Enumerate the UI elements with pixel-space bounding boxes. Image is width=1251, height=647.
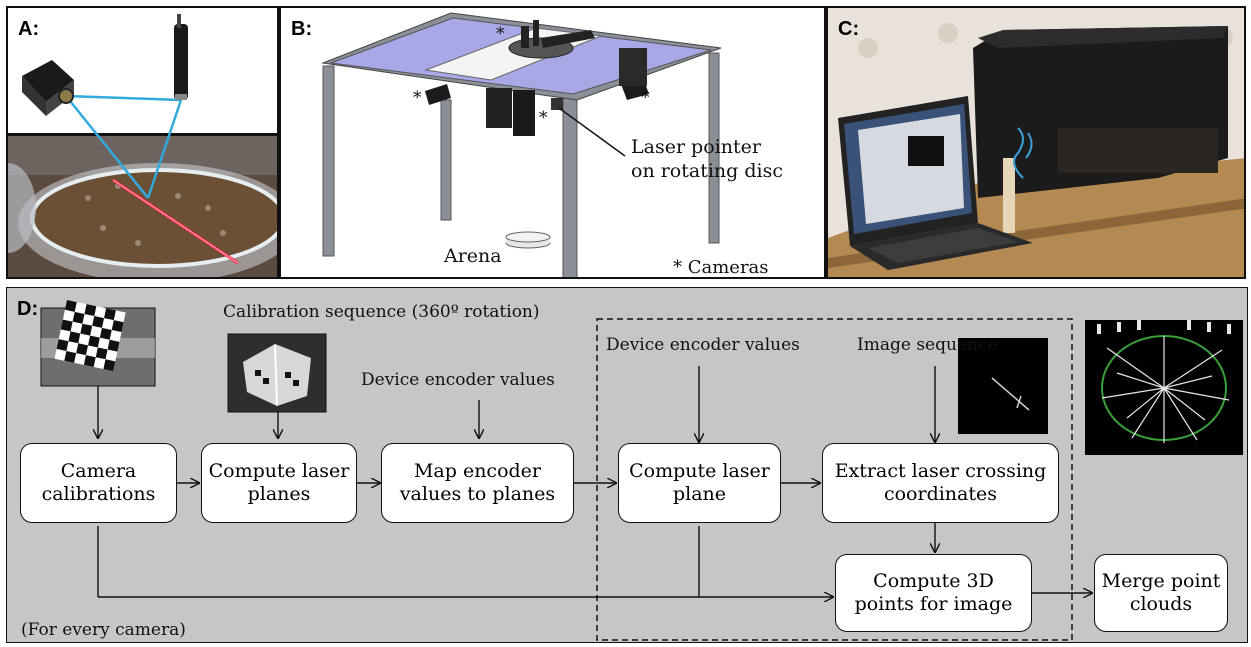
calibration-sequence-label: Calibration sequence (360º rotation) <box>223 302 540 322</box>
panel-b-label: B: <box>291 18 313 40</box>
camera-icon <box>22 60 74 116</box>
panel-b: B: * * * * Laser pointer on rotating dis… <box>279 6 826 279</box>
panel-a: A: <box>6 6 279 279</box>
panel-a-illustration <box>8 14 277 277</box>
panel-d: D: Calibration sequence (360º rotation) … <box>6 287 1248 643</box>
hanging-cameras <box>425 48 649 136</box>
laptop <box>838 96 1033 270</box>
every-camera-note: (For every camera) <box>21 620 186 640</box>
encoder-values-label-1: Device encoder values <box>361 370 555 390</box>
map-encoder-line2: values to planes <box>399 483 556 505</box>
extract-crossing-line2: coordinates <box>883 483 998 505</box>
camera-calibrations-line2: calibrations <box>41 483 156 505</box>
map-encoder-line1: Map encoder <box>413 460 542 483</box>
laser-pointer-label-line1: Laser pointer <box>631 136 761 158</box>
laser-pointer-label-line2: on rotating disc <box>631 160 783 182</box>
camera-star-4: * <box>641 88 650 108</box>
rig-drawing <box>321 12 722 277</box>
point-cloud-image <box>1085 320 1243 455</box>
compute-laser-planes-line2: planes <box>247 483 311 505</box>
extract-crossing-line1: Extract laser crossing <box>834 460 1047 483</box>
panel-c: C: <box>826 6 1246 279</box>
laser-frame-image <box>958 338 1048 434</box>
laser-pointer-icon <box>174 14 188 100</box>
camera-beam <box>65 95 149 199</box>
compute-laser-planes-line1: Compute laser <box>208 460 350 483</box>
compute-3d-line1: Compute 3D <box>873 570 994 593</box>
compute-3d-line2: points for image <box>854 593 1013 615</box>
enclosure-cloth <box>973 26 1228 233</box>
per-image-region <box>596 318 1073 641</box>
pointer-leader-line <box>558 107 626 157</box>
camera-star-2: * <box>413 88 422 108</box>
checkerboard-image <box>40 300 156 387</box>
camera-star-3: * <box>539 108 548 128</box>
merge-clouds-line1: Merge point <box>1101 570 1221 593</box>
panel-c-label: C: <box>838 18 860 40</box>
camera-star-1: * <box>496 24 505 44</box>
cameras-note: * Cameras <box>673 257 769 278</box>
encoder-values-label-2: Device encoder values <box>606 335 800 355</box>
compute-laser-plane-line1: Compute laser <box>629 460 770 483</box>
camera-calibrations-line1: Camera <box>60 460 137 483</box>
arena-label: Arena <box>444 245 502 267</box>
calibration-object-image <box>227 333 327 413</box>
flow-connectors <box>40 300 1243 641</box>
compute-laser-plane-line2: plane <box>672 483 727 505</box>
panel-d-label: D: <box>17 298 39 320</box>
image-sequence-label: Image sequence <box>857 335 998 355</box>
panel-a-label: A: <box>18 18 40 40</box>
merge-clouds-line2: clouds <box>1129 593 1193 615</box>
setup-photo <box>828 8 1244 277</box>
